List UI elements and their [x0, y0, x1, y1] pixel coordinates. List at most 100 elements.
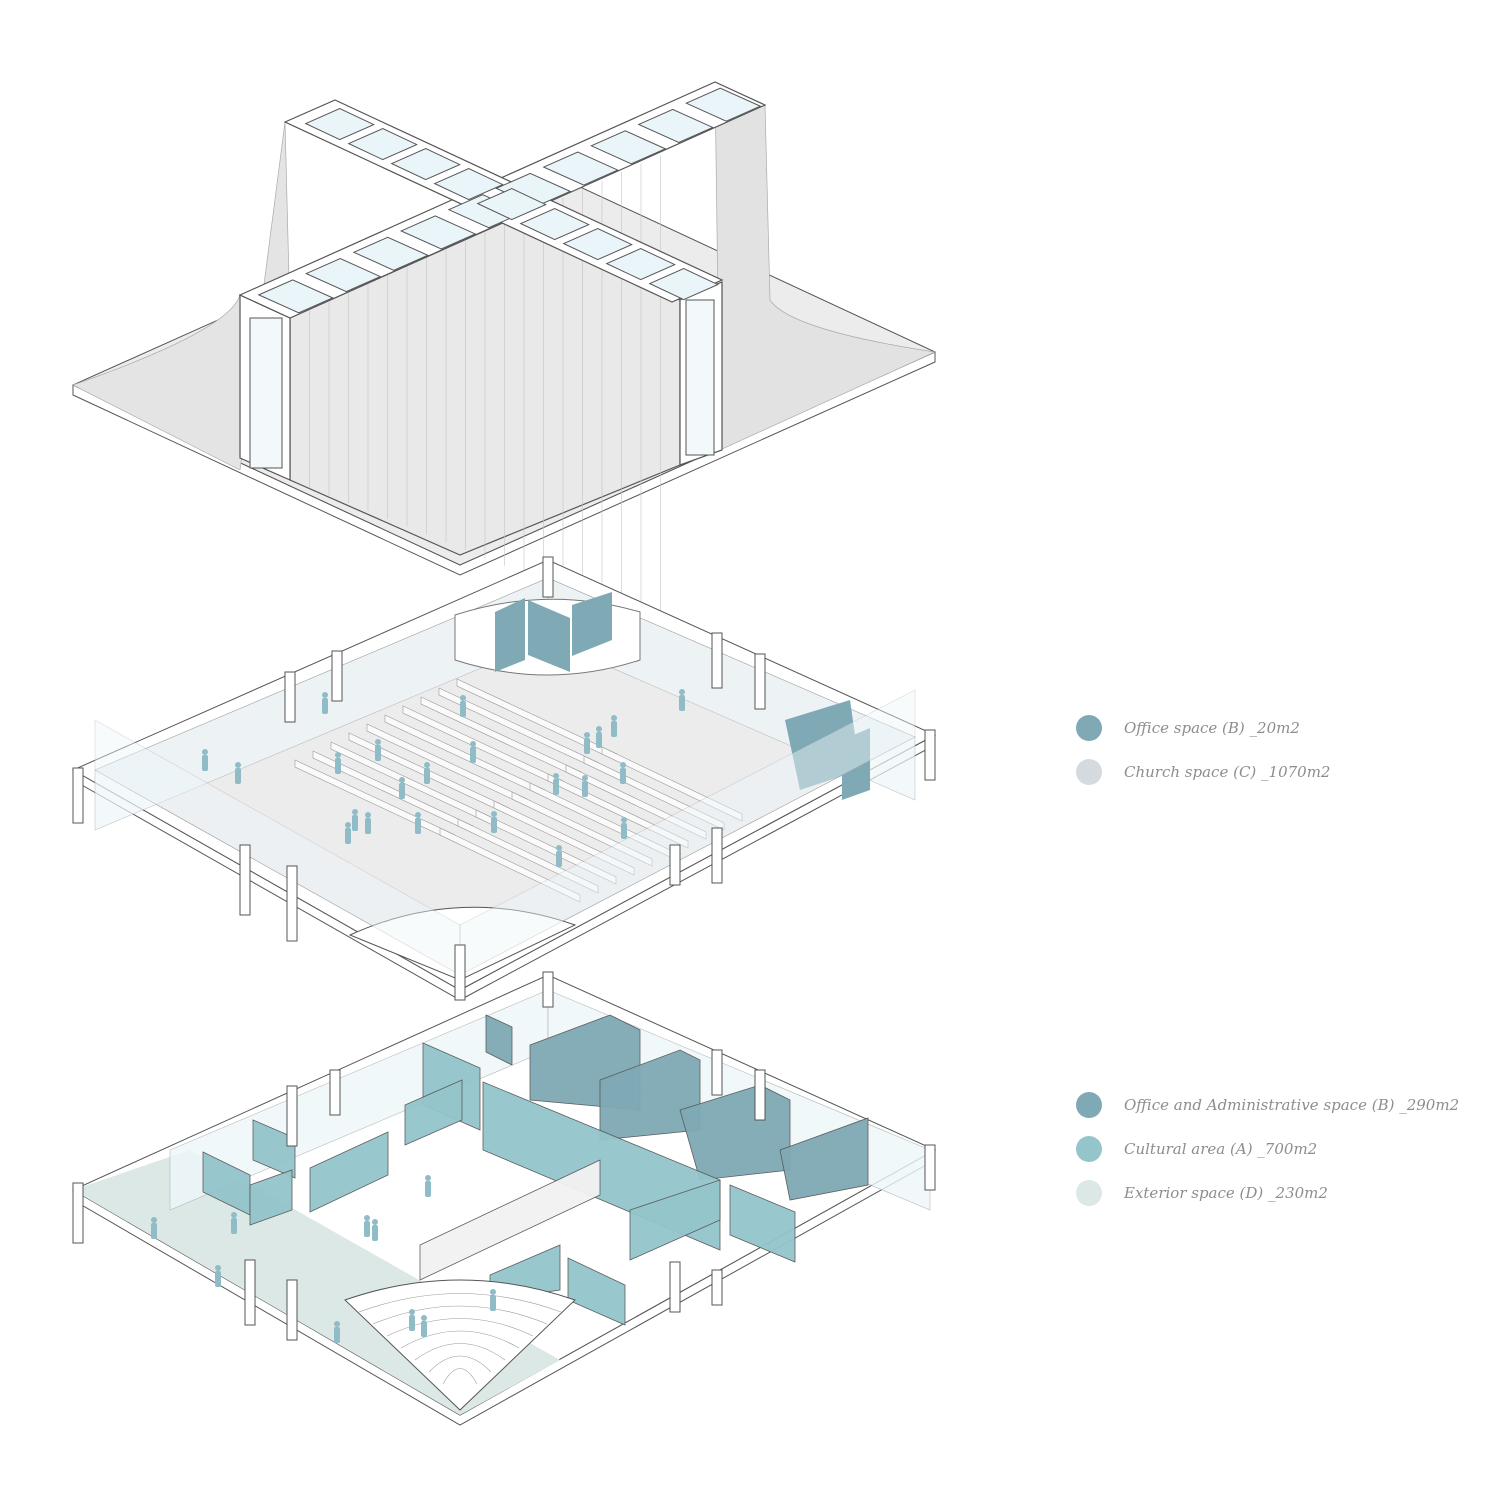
skylight	[590, 130, 667, 165]
pillar	[754, 653, 766, 710]
person-head	[553, 773, 559, 779]
person-head	[620, 762, 626, 768]
pews	[294, 678, 743, 903]
pillar	[286, 865, 298, 942]
person-head	[372, 1219, 378, 1225]
person-body	[556, 851, 562, 867]
person-body	[334, 1327, 340, 1343]
cultural-wall	[309, 1131, 389, 1213]
skylight	[542, 151, 619, 186]
skylight	[257, 279, 334, 314]
pillar	[454, 944, 466, 1001]
pillar	[239, 844, 251, 916]
pew	[565, 764, 707, 840]
person-head	[345, 822, 351, 828]
person-body	[322, 698, 328, 714]
skylight	[433, 168, 504, 201]
pillar	[711, 1049, 723, 1096]
roof-level	[71, 81, 937, 629]
pillar	[542, 556, 554, 598]
office-panel	[572, 592, 612, 656]
person-body	[345, 828, 351, 844]
person-head	[409, 1309, 415, 1315]
office-block	[779, 1117, 869, 1201]
person-head	[399, 777, 405, 783]
skylight	[685, 87, 762, 122]
person-head	[365, 812, 371, 818]
person-body	[490, 1295, 496, 1311]
pillar	[286, 1085, 298, 1147]
office-panel	[785, 700, 860, 790]
office-panel	[495, 598, 525, 672]
person-head	[679, 689, 685, 695]
skylight	[648, 268, 719, 301]
pillar	[669, 844, 681, 886]
person-head	[491, 811, 497, 817]
person-head	[460, 695, 466, 701]
person-head	[470, 741, 476, 747]
pillar	[329, 1069, 341, 1116]
pillar	[924, 729, 936, 781]
person-body	[235, 768, 241, 784]
legend-label: Exterior space (D) _230m2	[1124, 1184, 1328, 1202]
person-body	[421, 1321, 427, 1337]
person-body	[375, 745, 381, 761]
person-body	[425, 1181, 431, 1197]
swatch-church-icon	[1076, 759, 1102, 785]
legend-item-cultural-area: Cultural area (A) _700m2	[1076, 1127, 1459, 1171]
person-head	[375, 739, 381, 745]
person-body	[335, 758, 341, 774]
step-line	[386, 1318, 534, 1337]
screen-wall	[419, 1159, 601, 1281]
person-head	[584, 732, 590, 738]
legend-item-office-admin: Office and Administrative space (B) _290…	[1076, 1083, 1459, 1127]
person-body	[399, 783, 405, 799]
person-head	[231, 1212, 237, 1218]
person-head	[322, 692, 328, 698]
pillar	[72, 1182, 84, 1244]
pillar	[924, 1144, 936, 1191]
person-head	[421, 1315, 427, 1321]
person-body	[151, 1223, 157, 1239]
person-body	[215, 1271, 221, 1287]
person-body	[491, 817, 497, 833]
skylight	[305, 258, 382, 293]
person-body	[582, 781, 588, 797]
person-body	[611, 721, 617, 737]
cultural-wall	[249, 1169, 293, 1226]
person-body	[364, 1221, 370, 1237]
step-line	[400, 1330, 520, 1349]
office-block	[485, 1014, 513, 1066]
cultural-wall	[729, 1184, 796, 1263]
pillar	[244, 1259, 256, 1326]
legend-item-office-space: Office space (B) _20m2	[1076, 706, 1330, 750]
legend-label: Church space (C) _1070m2	[1124, 763, 1331, 781]
pillar	[286, 1279, 298, 1341]
step-line	[358, 1293, 562, 1313]
pillar	[711, 827, 723, 884]
skylights	[257, 87, 762, 314]
step-line	[442, 1368, 478, 1385]
legend-item-church-space: Church space (C) _1070m2	[1076, 750, 1330, 794]
person-body	[621, 823, 627, 839]
pew	[457, 818, 599, 894]
pillar	[542, 971, 554, 1008]
step-line	[414, 1343, 506, 1361]
legend-label: Office and Administrative space (B) _290…	[1124, 1096, 1460, 1114]
swatch-exterior-icon	[1076, 1180, 1102, 1206]
amphitheatre	[344, 1279, 576, 1411]
skylight	[347, 128, 418, 161]
person-body	[409, 1315, 415, 1331]
person-body	[424, 768, 430, 784]
person-head	[415, 812, 421, 818]
pew	[511, 791, 653, 867]
person-body	[460, 701, 466, 717]
pillar	[711, 1269, 723, 1306]
pillar	[284, 671, 296, 723]
pillar	[711, 632, 723, 689]
person-body	[584, 738, 590, 754]
person-body	[352, 815, 358, 831]
person-body	[231, 1218, 237, 1234]
pew	[601, 746, 743, 822]
person-head	[151, 1217, 157, 1223]
